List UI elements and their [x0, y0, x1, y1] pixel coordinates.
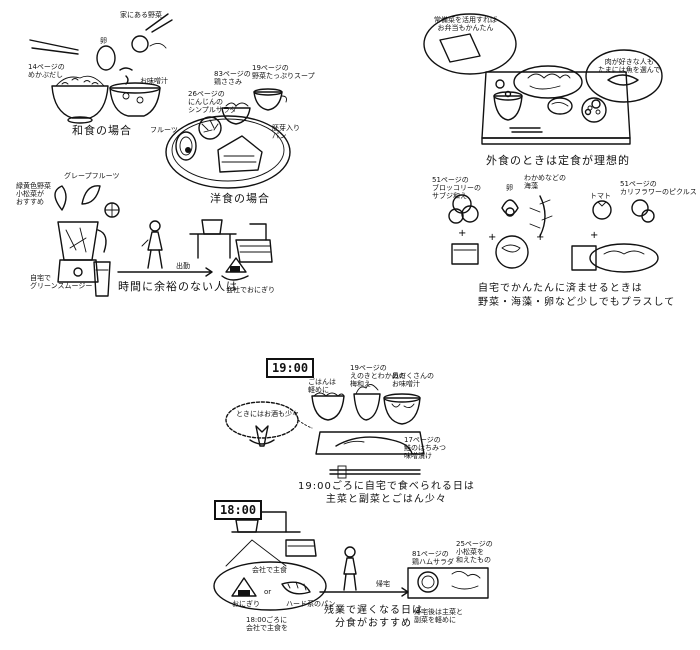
label-soup: 19ページの 野菜たっぷりスープ	[252, 64, 315, 80]
label-miso-soup-2: 具だくさんの お味噌汁	[392, 372, 434, 388]
label-bento-chicken: 81ページの 鶏ハムサラダ	[412, 550, 454, 566]
morning-drawing	[54, 185, 273, 297]
label-fruit: フルーツ	[150, 126, 178, 134]
set-meal-drawing	[423, 13, 663, 145]
label-tuna: 83ページの 鶏ささみ	[214, 70, 251, 86]
bubble-bento-tip: 常備菜を活用すれば お弁当もかんたん	[434, 16, 497, 32]
caption-japanese: 和食の場合	[72, 124, 132, 137]
label-grapefruit: グレープフルーツ	[64, 172, 120, 180]
label-enoki: 19ページの えのきとわかめの 梅和え	[350, 364, 406, 388]
label-green-smoothie: 自宅で グリーンスムージー	[30, 274, 93, 290]
label-sake: ときにはお酒も少々	[236, 410, 299, 418]
label-broccoli: 51ページの ブロッコリーの サブジ和え	[432, 176, 481, 200]
caption-busy-morning: 時間に余裕のない人は	[118, 280, 238, 293]
label-eat-at-office: 18:00ごろに 会社で主食を	[246, 616, 288, 632]
label-seaweed: わかめなどの 海藻	[524, 174, 566, 190]
japanese-meal-drawing	[29, 13, 173, 124]
label-egg: 卵	[100, 37, 107, 45]
label-commute: 出勤	[176, 262, 190, 270]
label-miso-soup: お味噌汁	[140, 77, 168, 85]
label-go-home: 帰宅	[376, 580, 390, 588]
label-bread: 胚芽入り パン	[272, 124, 300, 140]
label-salad: 26ページの にんじんの シンプルサラダ	[188, 90, 237, 114]
caption-dinner-1900: 19:00ごろに自宅で食べられる日は 主菜と副菜とごはん少々	[298, 481, 475, 505]
label-office-onigiri: 会社でおにぎり	[226, 286, 275, 294]
label-salmon: 17ページの 鮭のはちみつ 味噌漬け	[404, 436, 446, 460]
caption-overtime: 残業で遅くなる日は 分食がおすすめ	[324, 605, 423, 629]
time-badge-1900: 19:00	[266, 358, 315, 378]
label-onigiri: おにぎり	[232, 600, 260, 608]
dinner-1900-drawing	[225, 384, 425, 479]
label-light-rice: ごはんは 軽めに	[308, 378, 336, 394]
overtime-1800-drawing	[213, 511, 489, 611]
time-badge-1800: 18:00	[214, 500, 263, 520]
caption-eating-out: 外食のときは定食が理想的	[486, 154, 630, 167]
label-dashi: 14ページの めかぶだし	[28, 63, 65, 79]
label-bento-komatsuna: 25ページの 小松菜を 和えたもの	[456, 540, 493, 564]
label-late-dinner: 帰宅後は主菜と 副菜を軽めに	[414, 608, 463, 624]
label-smoothie-note: 緑黄色野菜 小松菜が おすすめ	[16, 182, 51, 206]
caption-western: 洋食の場合	[210, 192, 270, 205]
svg-text:+: +	[536, 232, 544, 243]
label-egg-2: 卵	[506, 184, 513, 192]
label-or: or	[264, 588, 272, 596]
caption-simple-home: 自宅でかんたんに済ませるときは 野菜・海藻・卵など少しでもプラスして	[478, 283, 676, 308]
label-office-staple: 会社で主食	[252, 566, 287, 574]
western-meal-drawing	[165, 88, 291, 189]
svg-text:+: +	[590, 230, 598, 241]
label-cauliflower: 51ページの カリフラワーのピクルス	[620, 180, 697, 196]
bubble-fish-tip: 肉が好きな人も たまには魚を選んで	[598, 58, 661, 74]
label-tomato: トマト	[590, 192, 611, 200]
simple-home-meal-drawing: + + + +	[448, 194, 659, 273]
label-vegetables: 家にある野菜	[120, 11, 162, 19]
svg-text:+: +	[488, 232, 496, 243]
svg-text:+: +	[458, 228, 466, 239]
label-hard-bread: ハード系のパン	[286, 600, 336, 608]
